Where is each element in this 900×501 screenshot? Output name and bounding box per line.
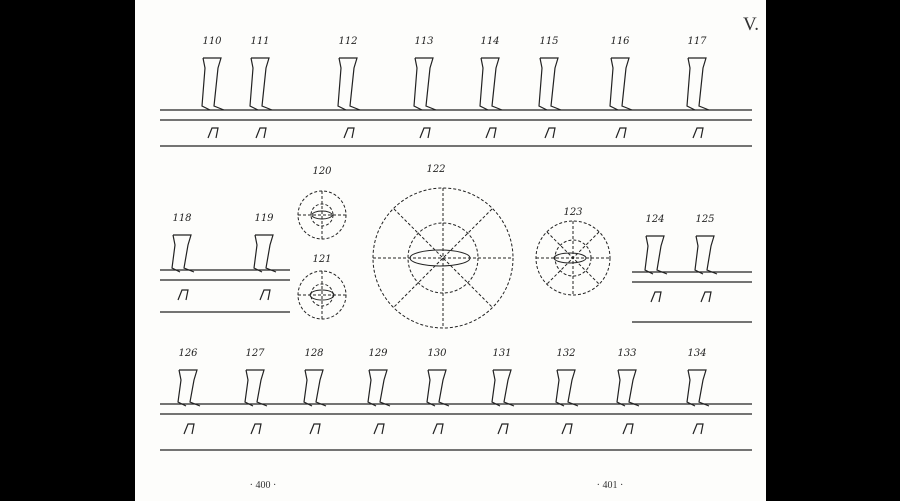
figure-number: 119 [254, 213, 274, 224]
leg-figure [337, 57, 361, 139]
figure-number: 118 [172, 213, 192, 224]
figure-number: 123 [563, 207, 583, 218]
figure-number: 120 [312, 166, 332, 177]
figure-number: 128 [304, 348, 324, 359]
figure-number: 126 [178, 348, 198, 359]
leg-figure [491, 369, 515, 435]
figure-number: 122 [426, 164, 446, 175]
figure-number: 127 [245, 348, 265, 359]
figure-number: 110 [202, 36, 222, 47]
leg-figure [426, 369, 450, 435]
leg-figure [177, 369, 201, 435]
leg-figure [171, 234, 195, 301]
figure-number: 125 [695, 214, 715, 225]
leg-figure [686, 369, 710, 435]
leg-figure [538, 57, 562, 139]
page-number-right: · 401 · [596, 480, 624, 491]
leg-figure [479, 57, 503, 139]
leg-figure [616, 369, 640, 435]
staff-lines [160, 109, 752, 451]
plate-number: V. [743, 14, 760, 35]
figure-number: 117 [687, 36, 707, 47]
figure-number: 131 [492, 348, 512, 359]
page-number-left: · 400 · [249, 480, 277, 491]
figure-number: 111 [250, 36, 270, 47]
figure-number: 129 [368, 348, 388, 359]
leg-figure [686, 57, 710, 139]
figure-number: 130 [427, 348, 447, 359]
leg-figure [303, 369, 327, 435]
inner-petal-shapes [309, 210, 587, 301]
figure-number: 116 [610, 36, 630, 47]
figure-number: 134 [687, 348, 707, 359]
figure-number: 121 [312, 254, 332, 265]
leg-figure [367, 369, 391, 435]
leg-figure [249, 57, 273, 139]
leg-figure [694, 235, 718, 303]
figure-number: 124 [645, 214, 665, 225]
figure-number: 115 [539, 36, 559, 47]
leg-figure [413, 57, 437, 139]
figure-number: 133 [617, 348, 637, 359]
figure-number: 112 [338, 36, 358, 47]
figure-number: 132 [556, 348, 576, 359]
figure-number: 114 [480, 36, 500, 47]
leg-figure [555, 369, 579, 435]
leg-figure [244, 369, 268, 435]
polar-diagrams [297, 187, 611, 329]
figure-number: 113 [414, 36, 434, 47]
leg-figure [609, 57, 633, 139]
leg-figure [644, 235, 668, 303]
leg-figures [171, 57, 718, 435]
leg-figure [201, 57, 225, 139]
leg-figure [253, 234, 277, 301]
